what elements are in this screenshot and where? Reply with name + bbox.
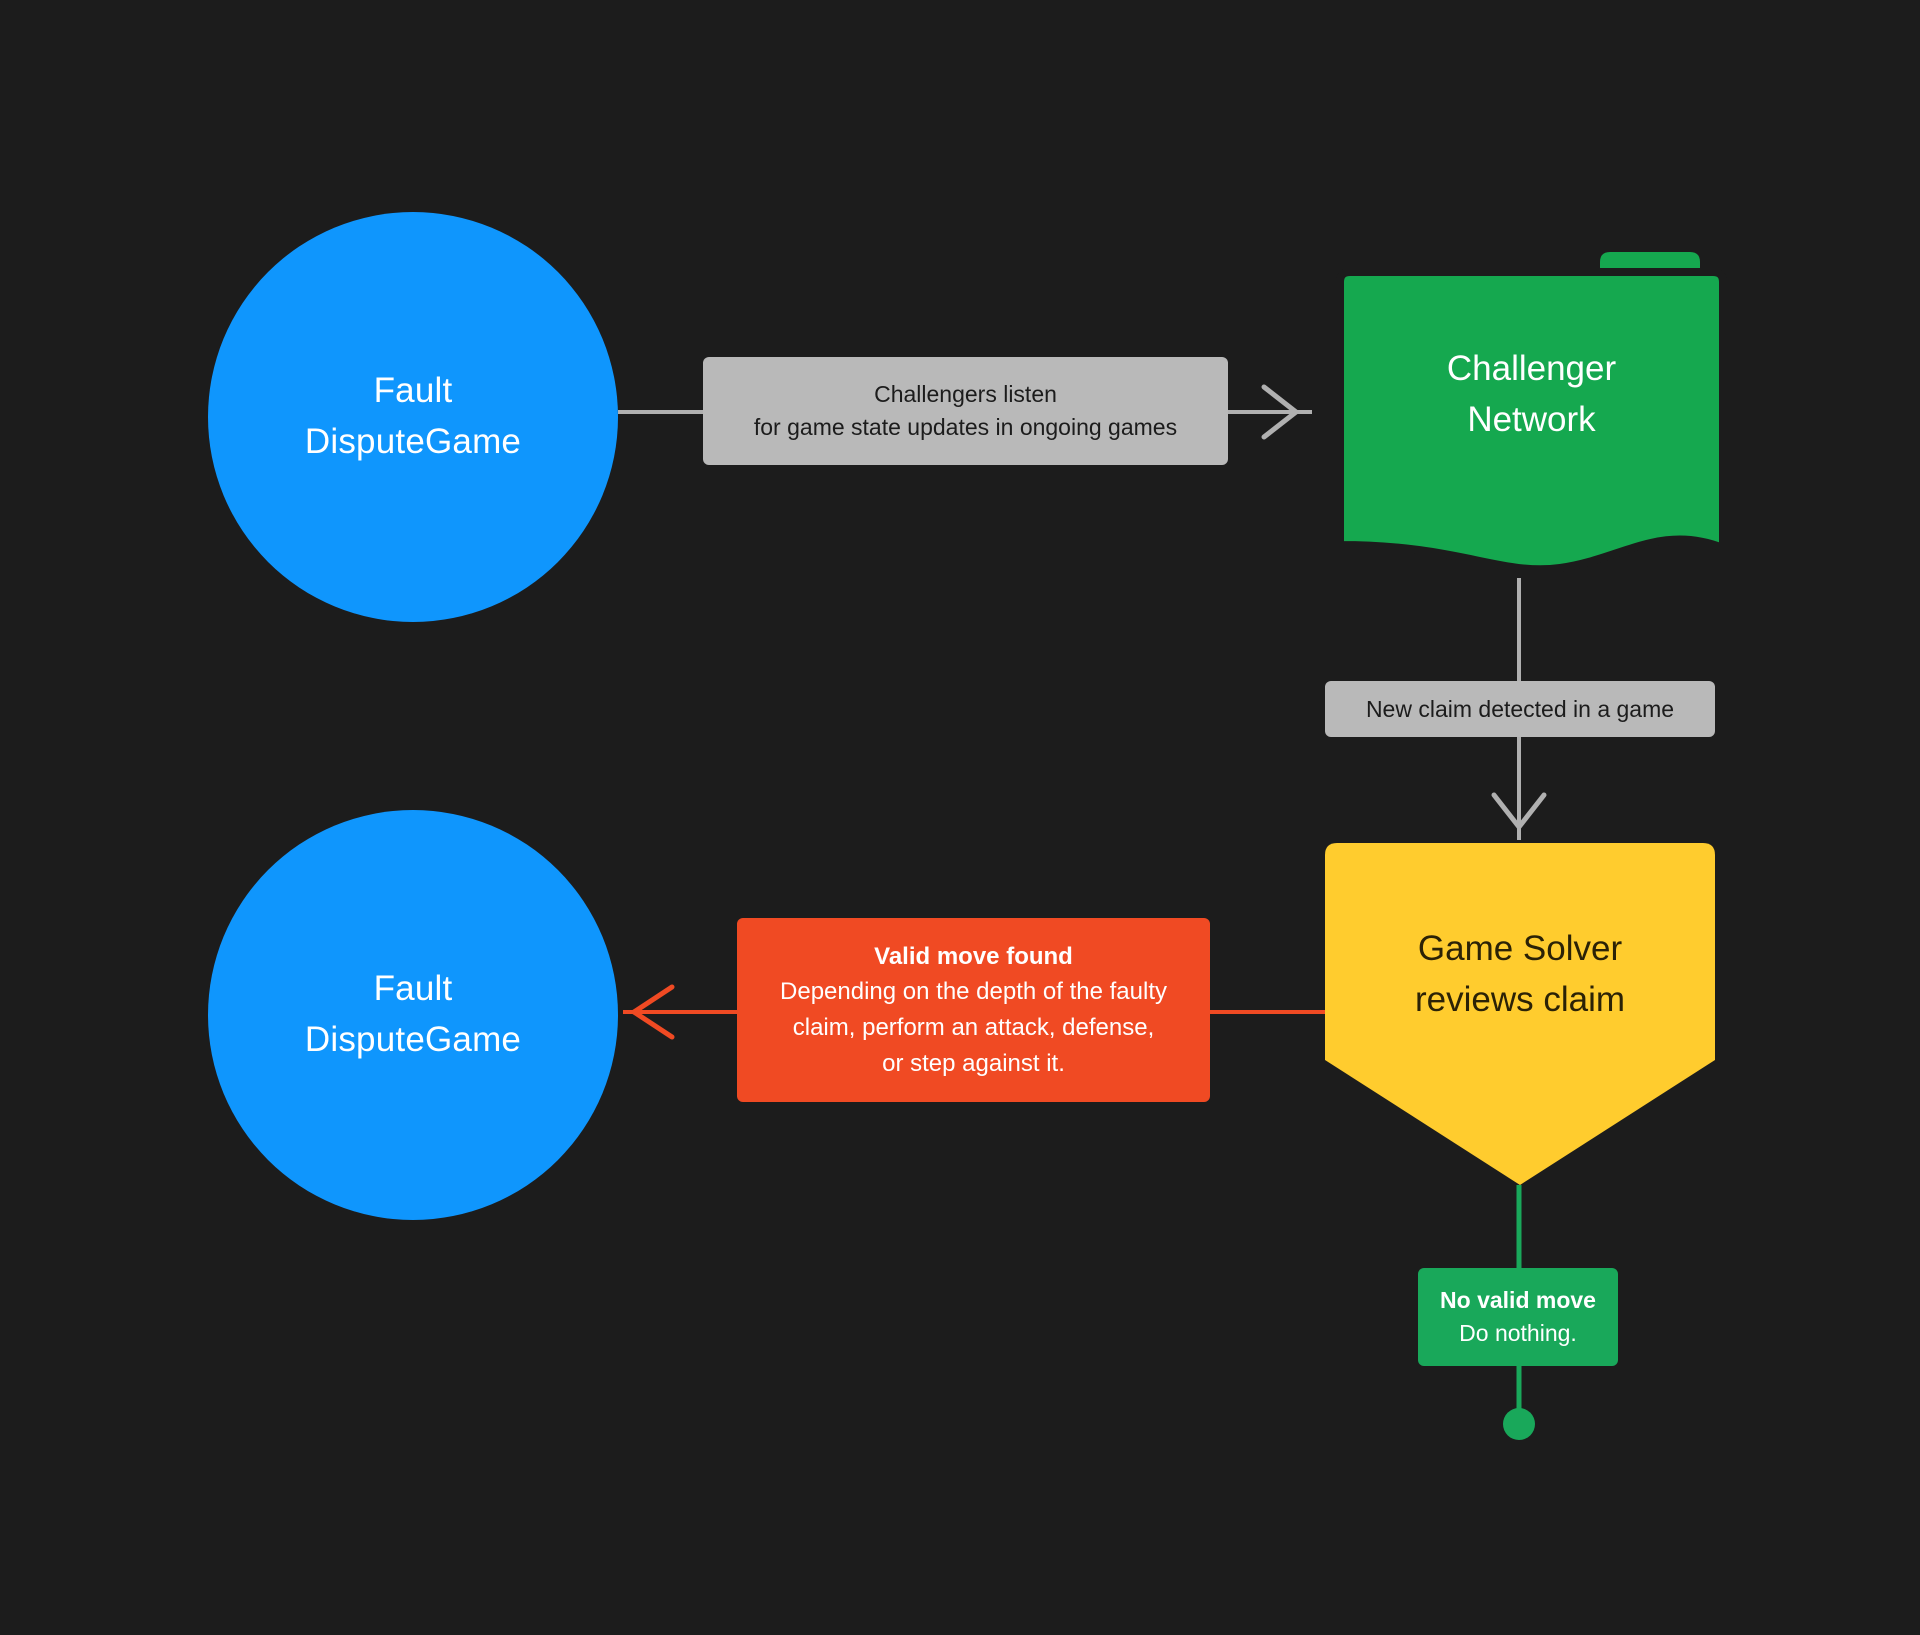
edge-label-no-valid-move-line1: Do nothing. [1459,1320,1577,1346]
game-solver-line1: Game Solver [1417,929,1623,969]
edge-label-no-valid-move[interactable]: No valid move Do nothing. [1418,1268,1618,1366]
fault-dispute-game-bottom-line1: Fault [373,969,453,1009]
fault-dispute-game-top-line2: DisputeGame [304,422,522,461]
game-solver-label: Game Solver reviews claim [1325,895,1715,1055]
edge-label-new-claim-line1: New claim detected in a game [1365,695,1675,722]
fault-dispute-game-bottom-shape[interactable] [208,810,618,1220]
fault-dispute-game-top[interactable]: Fault DisputeGame [208,212,618,622]
edge-label-valid-move-line3: or step against it. [882,1049,1065,1077]
edge-label-new-claim[interactable]: New claim detected in a game [1325,681,1715,737]
edge-label-valid-move-line2: claim, perform an attack, defense, [792,1014,1155,1041]
edge-label-challengers-listen-line2: for game state updates in ongoing games [753,414,1178,440]
fault-dispute-game-bottom[interactable]: Fault DisputeGame [208,810,618,1220]
edge-listen-arrowhead-icon [1261,384,1299,440]
edge-valid-move-arrowhead-icon [631,984,675,1040]
edge-new-claim-arrowhead-icon [1491,792,1547,830]
edge-label-challengers-listen[interactable]: Challengers listen for game state update… [703,357,1228,465]
edge-label-challengers-listen-line1: Challengers listen [874,381,1057,408]
edge-label-valid-move[interactable]: Valid move found Depending on the depth … [737,918,1210,1102]
edge-label-no-valid-move-title: No valid move [1440,1286,1596,1313]
fault-dispute-game-bottom-line2: DisputeGame [304,1020,522,1059]
fault-dispute-game-top-shape[interactable] [208,212,618,622]
edge-label-valid-move-line1: Depending on the depth of the faulty [780,978,1167,1006]
game-solver-line2: reviews claim [1414,980,1626,1019]
edge-label-valid-move-title: Valid move found [874,942,1073,970]
game-solver-shape[interactable] [1325,843,1715,1185]
challenger-network-label: Challenger Network [1340,320,1723,470]
challenger-network-line2: Network [1467,400,1596,439]
challenger-network-line1: Challenger [1446,349,1617,389]
fault-dispute-game-top-line1: Fault [373,371,453,411]
terminator-dot-icon[interactable] [1503,1408,1535,1440]
challenger-network-front-sheet[interactable] [1336,268,1727,574]
